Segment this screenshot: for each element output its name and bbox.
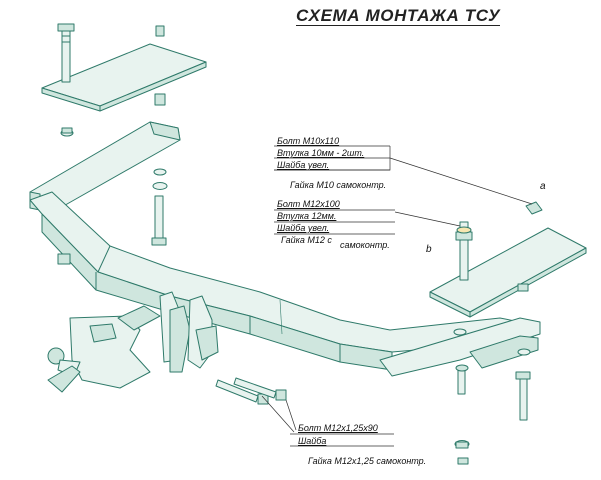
callout-bushing-10: Втулка 10мм - 2шт.: [277, 148, 365, 158]
center-bracket-right: [187, 295, 219, 369]
right-washer-3: [454, 440, 470, 449]
right-bracket-arm: [379, 317, 541, 377]
callout-washer-1: Шайба увел.: [277, 160, 330, 170]
right-washer-1: [453, 328, 467, 336]
left-washer-1: [60, 127, 74, 137]
left-plate-bushing: [154, 93, 166, 106]
callout-bolt-m12: Болт М12х100: [277, 199, 340, 209]
callout-washer-3: Шайба: [298, 436, 327, 446]
marker-a: a: [540, 181, 546, 192]
right-lower-bolt-1: [515, 371, 531, 421]
right-lower-bolt-2: [455, 364, 469, 395]
center-bracket-left: [159, 291, 191, 373]
left-washer-2: [153, 168, 167, 176]
right-nut-bottom: [457, 457, 469, 465]
callout-washer-2: Шайба увел.: [277, 223, 330, 233]
right-top-bolt: [455, 221, 473, 281]
left-washer-3: [152, 182, 168, 190]
right-top-nut-a: [525, 201, 543, 215]
callout-bolt-m12-fine: Болт М12х1,25х90: [298, 423, 378, 433]
tow-ball-mount: [47, 305, 161, 393]
left-nut: [57, 253, 71, 265]
callout-nut-m12: Гайка М12 с: [281, 235, 332, 245]
left-lower-bolt: [151, 195, 167, 246]
right-washer-2: [517, 348, 531, 356]
marker-b: b: [426, 244, 432, 255]
callout-nut-m12-suffix: самоконтр.: [340, 240, 390, 250]
callout-bushing-12: Втулка 12мм.: [277, 211, 337, 221]
callout-bolt-m10: Болт М10х110: [277, 136, 340, 146]
callout-nut-m10: Гайка М10 самоконтр.: [290, 180, 387, 190]
callout-nut-m12-fine: Гайка М12х1,25 самоконтр.: [308, 456, 427, 466]
right-mounting-plate: [429, 227, 587, 318]
left-top-bolt: [57, 23, 75, 83]
left-mounting-plate: [41, 43, 207, 112]
left-plate-nut: [155, 25, 165, 37]
lower-bolt-2: [233, 377, 287, 401]
right-plate-nut: [517, 283, 529, 292]
leader-lines: [261, 145, 533, 447]
lower-bolt-1: [215, 379, 269, 405]
diagram-title: СХЕМА МОНТАЖА ТСУ: [296, 6, 501, 26]
